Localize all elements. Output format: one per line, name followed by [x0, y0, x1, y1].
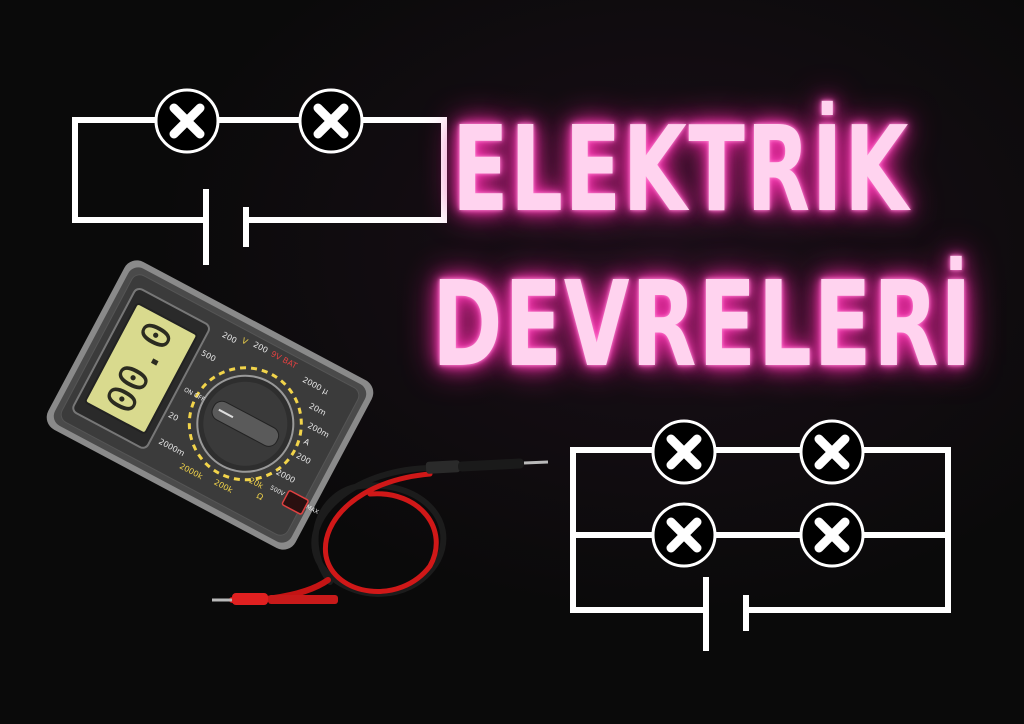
- multimeter-body: 00.0 200 V 200 9V BAT 2000 µ 20m 200m A …: [46, 260, 374, 550]
- label-a: A: [302, 437, 312, 448]
- lamp-icon: [651, 419, 717, 485]
- title-line-1: ELEKTRİK: [452, 100, 910, 238]
- dial-ring: [187, 366, 303, 482]
- lamp-icon: [799, 502, 865, 568]
- lamp-icon: [298, 88, 364, 154]
- black-probe: [425, 458, 549, 474]
- parallel-circuit: [570, 447, 951, 651]
- label-ohm: Ω: [255, 491, 265, 502]
- selector-knob[interactable]: [209, 398, 282, 449]
- series-circuit: [72, 117, 447, 265]
- lamp-icon: [799, 419, 865, 485]
- lamp-icon: [154, 88, 220, 154]
- lcd-screen: [84, 303, 198, 434]
- label-20: 20: [167, 410, 180, 423]
- probe-jacks[interactable]: [281, 490, 309, 515]
- lamp-icon: [651, 502, 717, 568]
- red-probe: [212, 593, 338, 605]
- title-line-2: DEVRELERİ: [432, 255, 974, 393]
- label-v: V: [240, 336, 250, 347]
